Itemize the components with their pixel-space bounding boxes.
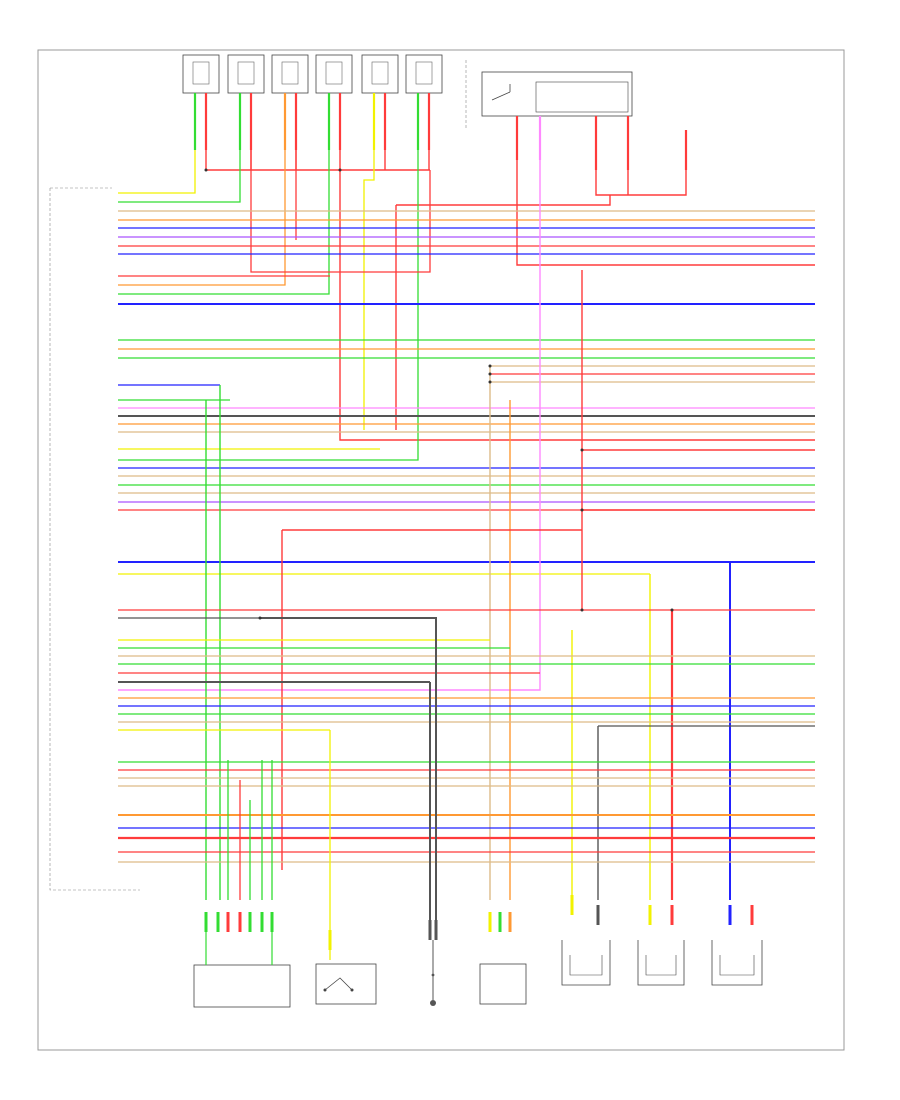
injector-2 [227, 54, 265, 94]
crank-sensor [193, 932, 291, 1008]
knock-sensor [479, 963, 527, 1005]
injector-pigtails [193, 93, 431, 150]
splice-points [204, 168, 674, 620]
relay-pigtails [515, 116, 688, 170]
injector-power-bus [205, 150, 815, 441]
harness-upper [118, 210, 815, 433]
harness-lower [118, 609, 815, 863]
injector-3 [271, 54, 309, 94]
injector-1 [182, 54, 220, 94]
sensor-pigtails [227, 730, 331, 960]
bottom-connectors [204, 895, 754, 950]
ect-sensor [711, 940, 763, 986]
injector-4 [315, 54, 353, 94]
ground-point [430, 940, 436, 1006]
injector-5 [361, 54, 399, 94]
fuse-relay-box [465, 60, 633, 128]
clutch-switch [315, 963, 377, 1005]
ecm-boundary [49, 187, 140, 891]
injector-6 [405, 54, 443, 94]
trunk-wires [118, 160, 815, 900]
shield-ground-wires [260, 617, 437, 930]
iat-sensor [637, 940, 685, 986]
map-sensor [561, 940, 611, 986]
diagram-frame [37, 49, 845, 1051]
harness-middle [118, 448, 815, 575]
